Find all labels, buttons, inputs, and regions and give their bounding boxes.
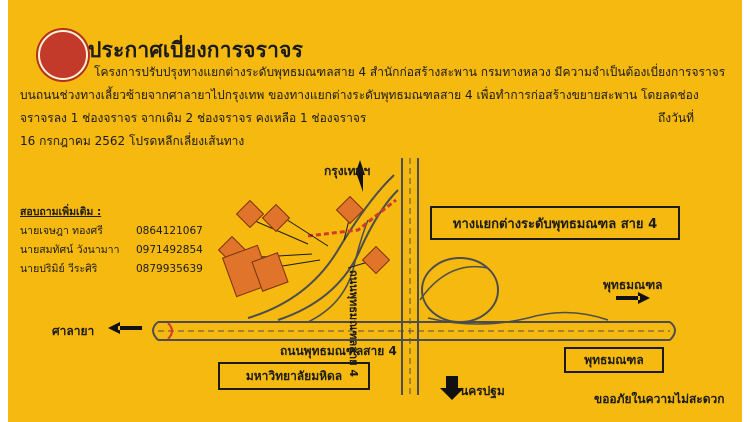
notice-line-3: จราจรลง 1 ช่องจราจร จากเดิม 2 ช่องจราจร … <box>20 111 367 125</box>
nakhon-pathom-label: นครปฐม <box>460 384 505 398</box>
contact-phone-2: 0971492854 <box>136 244 203 256</box>
contact-heading: สอบถามเพิ่มเติม : <box>20 206 102 218</box>
contact-phone-1: 0864121067 <box>136 225 203 237</box>
phutthamonthon-arrow-icon <box>616 292 650 304</box>
notice-title: ประกาศเบี่ยงการจราจร <box>88 38 304 62</box>
ramp-left-2 <box>277 189 399 321</box>
mahidol-university-box: มหาวิทยาลัยมหิดล <box>218 362 370 390</box>
contact-name-1: นายเจษฎา ทองศรี <box>20 225 103 237</box>
notice-line-1: โครงการปรับปรุงทางแยกต่างระดับพุทธมณฑลสา… <box>94 65 726 79</box>
bangkok-label: กรุงเทพฯ <box>324 164 371 178</box>
phutthamonthon-label: พุทธมณฑล <box>603 278 663 292</box>
main-road-end-left <box>152 321 159 341</box>
contact-phone-3: 0879935639 <box>136 263 203 275</box>
contact-name-2: นายสมทัศน์ วังนามาา <box>20 244 120 256</box>
ramp-left-1 <box>247 174 395 319</box>
salaya-label: ศาลายา <box>52 324 95 338</box>
ramp-right <box>427 311 609 325</box>
detour-end-marking <box>167 322 173 340</box>
cloverleaf-loop <box>421 257 499 323</box>
notice-line-5: 16 กรกฎาคม 2562 โปรดหลีกเลี่ยงเส้นทาง <box>20 134 245 148</box>
salaya-arrow-icon <box>108 322 142 334</box>
notice-line-2: บนถนนช่วงทางเลี้ยวซ้ายจากศาลายาไปกรุงเทพ… <box>20 88 699 102</box>
interchange-map <box>108 158 676 400</box>
phutthamonthon-box: พุทธมณฑล <box>564 347 664 373</box>
ramp-right-inner <box>419 265 489 301</box>
department-seal-logo <box>38 30 88 80</box>
bangkok-arrow-icon <box>355 160 365 192</box>
callout-line-1 <box>247 217 309 245</box>
vertical-road-label: ถนนพุทธมณฑลสาย 4 <box>347 270 360 378</box>
ramp-left-3 <box>307 219 369 323</box>
contact-name-3: นายปริมิย์ วีระศิริ <box>20 263 98 275</box>
notice-line-4: ถึงวันที่ <box>658 111 694 125</box>
nakhon-pathom-arrow-icon <box>440 376 464 400</box>
apology-text: ขออภัยในความไม่สะดวก <box>594 392 725 406</box>
interchange-name-box: ทางแยกต่างระดับพุทธมณฑล สาย 4 <box>430 206 680 240</box>
notice-board: ประกาศเบี่ยงการจราจร โครงการปรับปรุงทางแ… <box>8 0 742 422</box>
detour-marking <box>307 198 397 238</box>
main-road-end-right <box>669 321 676 341</box>
road-label: ถนนพุทธมณฑลสาย 4 <box>280 344 397 358</box>
